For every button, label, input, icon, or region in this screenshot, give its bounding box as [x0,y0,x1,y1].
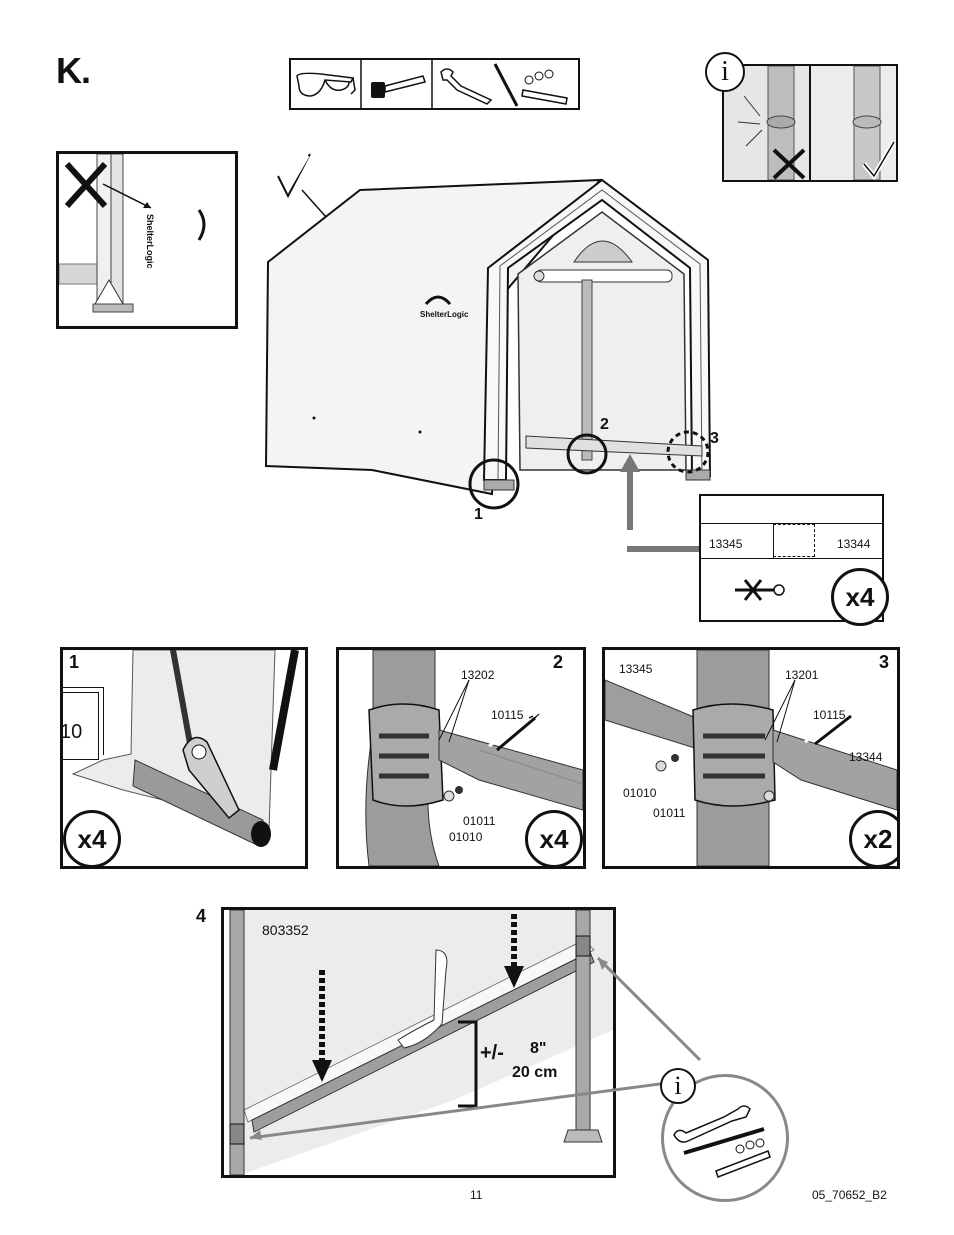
callout-3: 3 [710,430,719,447]
detail1-qty: x4 [63,810,121,866]
doc-code: 05_70652_B2 [812,1188,887,1202]
detail3-bracket: 13201 [785,668,819,682]
page-ref-book: 10 [60,692,99,760]
detail1-num: 1 [69,652,80,672]
logo-rotated: ShelterLogic [145,214,155,269]
parts-qty: x4 [831,568,889,626]
detail2-num: 2 [553,652,564,672]
detail3-pipe-left: 13345 [619,662,653,676]
info-icon: i [705,52,745,92]
detail-panel-3: 3 13345 13201 10115 13344 01010 01011 x2 [602,647,900,869]
detail2-washer: 01011 [463,814,496,828]
detail2-qty: x4 [525,810,583,866]
detail4-num: 4 [196,906,207,926]
detail4-tol-in: 8" [530,1040,547,1057]
detail-panel-1: 1 10 x4 [60,647,308,869]
detail3-washer: 01011 [653,806,686,820]
detail4-tol-sign: +/- [480,1042,504,1064]
magnifier-pointers [249,956,702,1140]
parts-table-right: 13344 [837,537,871,551]
logo-wrong-inset: ShelterLogic [56,151,238,329]
parts-arrow [627,546,701,552]
detail-panel-4: 803352 +/- 8" 20 cm [221,907,616,1178]
parts-table-left: 13345 [709,537,743,551]
detail3-qty: x2 [849,810,897,866]
info-panel-top [722,64,898,182]
callout-2: 2 [600,416,609,433]
detail3-bolt: 10115 [813,708,846,722]
info-icon-bottom: i [660,1068,696,1104]
detail2-bracket: 13202 [461,668,495,682]
rubber-mallet-icon [371,75,426,98]
detail3-num: 3 [879,652,890,672]
detail3-nut: 01010 [623,786,657,800]
bolt-icon [735,579,785,601]
safety-glasses-icon [296,72,356,97]
page-ref-number: 10 [60,721,83,743]
shelter-main-drawing: ShelterLogic 1 2 3 [262,150,722,530]
shelter-logo: ShelterLogic [420,310,469,319]
detail2-bolt: 10115 [491,708,524,722]
detail4-part: 803352 [262,922,309,938]
callout-1: 1 [474,506,483,523]
detail2-nut: 01010 [449,830,483,844]
page-number: 11 [470,1188,483,1202]
detail-panel-2: 2 13202 10115 01011 01010 x4 [336,647,586,869]
parts-table-box: 13345 13344 x4 [699,494,889,626]
detail3-pipe-right: 13344 [849,750,883,764]
tools-strip [289,58,580,110]
detail4-tol-cm: 20 cm [512,1064,558,1081]
wrench-or-socket-icon [440,63,568,107]
step-label: K. [56,50,91,91]
